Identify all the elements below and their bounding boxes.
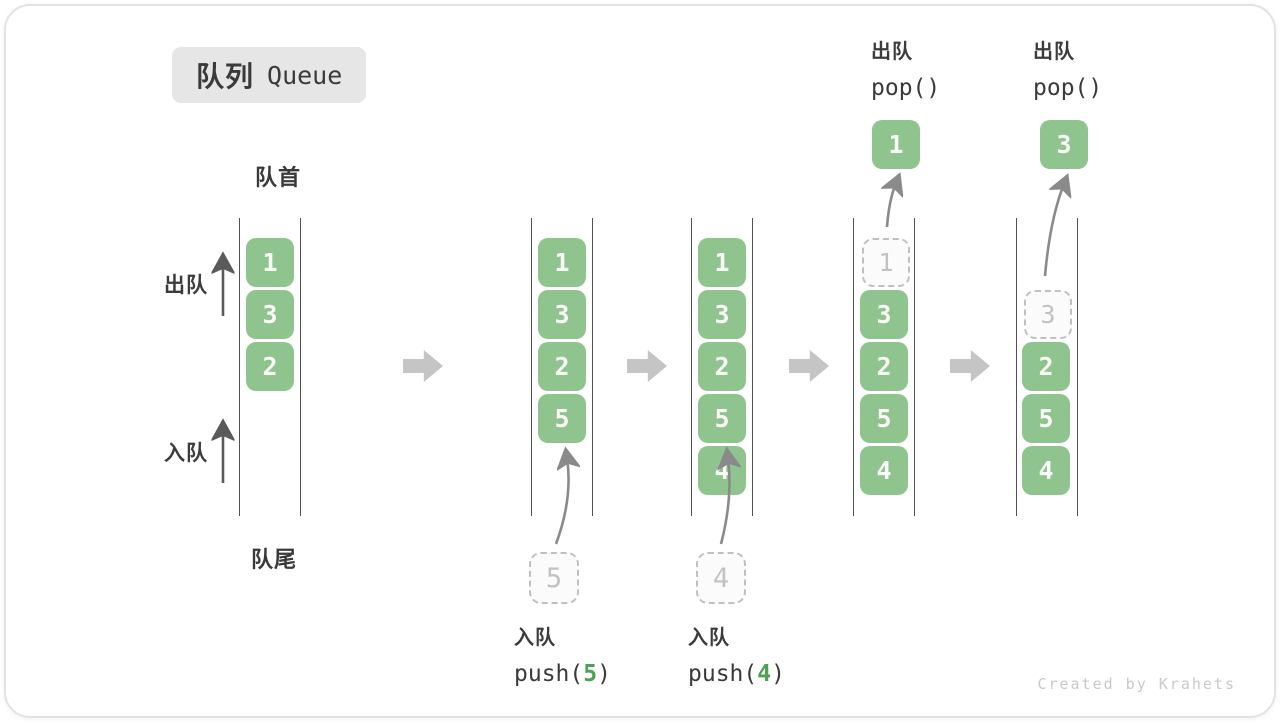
transition-arrow-icon	[403, 350, 443, 382]
queue5-item: 2	[1022, 342, 1070, 391]
queue3-item: 1	[698, 238, 746, 287]
queue5-item: 4	[1022, 446, 1070, 495]
queue-rail-3	[691, 218, 753, 516]
title-zh: 队列	[196, 61, 255, 92]
popped-value-3: 3	[1040, 120, 1088, 169]
annotation-pop2: 出队 pop()	[1033, 34, 1102, 106]
annotation-push4-code: push(4)	[688, 661, 785, 687]
queue1-item: 2	[246, 342, 294, 391]
queue1-item: 3	[246, 290, 294, 339]
queue3-item: 2	[698, 342, 746, 391]
queue5-ghost-item: 3	[1024, 290, 1072, 339]
annotation-push4-label: 入队	[688, 627, 730, 649]
incoming-value-4: 4	[696, 552, 746, 604]
queue-rail-4	[853, 218, 915, 516]
annotation-push5: 入队 push(5)	[514, 620, 611, 692]
popped-value-1: 1	[872, 120, 920, 169]
label-queue-rear: 队尾	[250, 547, 297, 572]
diagram-card: 队列 Queue 队首 队尾 出队 入队 1 3 2 1 3 2 5 5 1 3…	[4, 4, 1276, 718]
annotation-pop1: 出队 pop()	[871, 34, 940, 106]
watermark: Created by Krahets	[1037, 675, 1236, 693]
queue4-item: 4	[860, 446, 908, 495]
queue1-item: 1	[246, 238, 294, 287]
queue2-item: 2	[538, 342, 586, 391]
title-badge: 队列 Queue	[172, 47, 367, 103]
transition-arrow-icon	[950, 350, 990, 382]
queue4-ghost-item: 1	[862, 238, 910, 287]
transition-arrow-icon	[789, 350, 829, 382]
queue-rail-5	[1016, 218, 1078, 516]
queue2-item: 3	[538, 290, 586, 339]
annotation-push5-label: 入队	[514, 627, 556, 649]
annotation-pop2-label: 出队	[1033, 41, 1075, 63]
queue3-item: 5	[698, 394, 746, 443]
label-enqueue-side: 入队	[164, 442, 208, 465]
label-queue-front: 队首	[254, 165, 301, 190]
annotation-pop2-code: pop()	[1033, 75, 1103, 101]
queue-rail-1	[239, 218, 301, 516]
queue5-item: 5	[1022, 394, 1070, 443]
queue4-item: 2	[860, 342, 908, 391]
transition-arrow-icon	[627, 350, 667, 382]
queue-rail-2	[531, 218, 593, 516]
title-en: Queue	[267, 60, 343, 90]
annotation-pop1-code: pop()	[871, 75, 941, 101]
annotation-push4: 入队 push(4)	[688, 620, 785, 692]
annotation-push5-code: push(5)	[514, 661, 611, 687]
queue3-item: 4	[698, 446, 746, 495]
annotation-pop1-label: 出队	[871, 41, 913, 63]
label-dequeue-side: 出队	[164, 274, 208, 297]
incoming-value-5: 5	[529, 552, 579, 604]
queue4-item: 5	[860, 394, 908, 443]
queue2-item: 5	[538, 394, 586, 443]
queue4-item: 3	[860, 290, 908, 339]
queue3-item: 3	[698, 290, 746, 339]
queue2-item: 1	[538, 238, 586, 287]
